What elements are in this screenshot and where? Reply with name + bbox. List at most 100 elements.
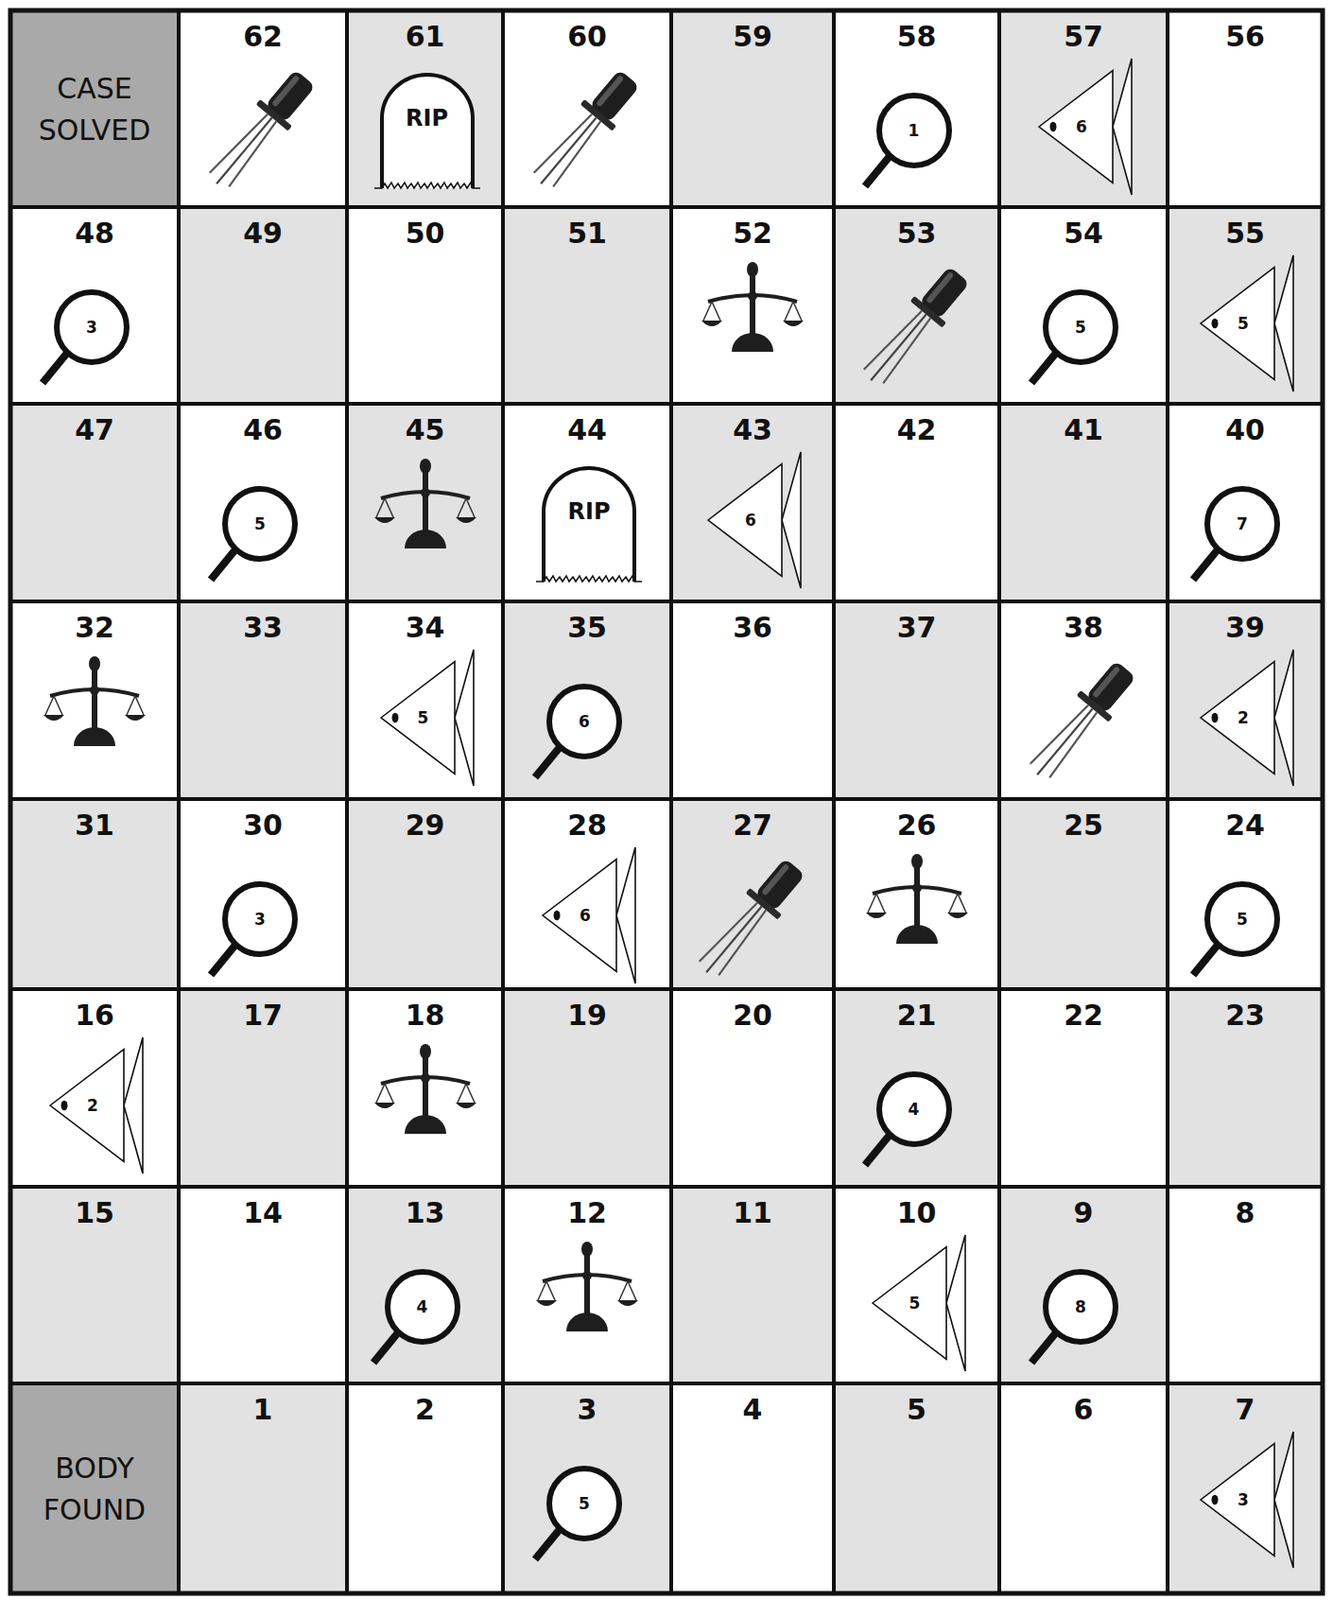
board-square: 38 <box>999 601 1168 799</box>
magnifier-outline <box>527 678 623 783</box>
magnifier-handle <box>210 943 237 975</box>
fish-number: 5 <box>909 1293 921 1313</box>
board-square: 1 <box>178 1383 347 1593</box>
square-number-wrap: 49 <box>180 216 346 250</box>
square-number: 57 <box>1063 19 1104 53</box>
scales-icon <box>374 1043 477 1134</box>
board-square: 73 <box>1167 1383 1323 1593</box>
square-number-wrap: 37 <box>835 610 998 644</box>
scales-icon <box>374 458 477 549</box>
fish-tail <box>1274 1431 1294 1568</box>
magnifier-number-wrap: 5 <box>550 1469 619 1538</box>
board-square: 60 <box>502 10 672 208</box>
tombstone-space: RIP <box>378 70 477 192</box>
square-number-wrap: 45 <box>348 413 502 447</box>
square-number-wrap: 19 <box>504 998 670 1032</box>
square-number-wrap: 22 <box>1001 998 1166 1032</box>
tombstone-text-wrap: RIP <box>385 99 469 138</box>
magnifier-outline <box>857 1066 953 1171</box>
square-number: 54 <box>1063 216 1104 250</box>
magnifier-lens <box>549 1468 620 1539</box>
square-number-wrap: 24 <box>1169 808 1321 842</box>
square-number-wrap: 28 <box>504 808 670 842</box>
magnifier-number: 3 <box>86 317 98 337</box>
fish-number-wrap: 2 <box>70 1036 115 1175</box>
magnifier-space: 3 <box>34 284 130 389</box>
magnifier-number-wrap: 4 <box>880 1074 949 1143</box>
fish-body <box>1038 70 1113 184</box>
magnifier-space: 5 <box>527 1460 623 1565</box>
scales-icon <box>536 1241 639 1332</box>
end-square: CASE SOLVED <box>10 10 179 208</box>
magnifier-number-wrap: 4 <box>388 1272 457 1341</box>
square-number: 60 <box>567 19 607 53</box>
board-square: 407 <box>1167 403 1323 602</box>
fish-body <box>542 859 617 972</box>
magnifier-lens <box>1207 488 1278 559</box>
board-square: 162 <box>10 988 179 1187</box>
magnifier-number: 3 <box>254 909 266 929</box>
square-number-wrap: 25 <box>1001 808 1166 842</box>
magnifier-lens <box>56 292 127 363</box>
square-number: 1 <box>253 1392 274 1426</box>
fish-body <box>380 661 455 775</box>
fish-tail <box>946 1234 966 1371</box>
board-square: 11 <box>671 1186 834 1384</box>
fish-space: 6 <box>540 846 638 985</box>
magnifier-lens <box>225 883 295 954</box>
syringe-icon <box>516 57 658 200</box>
square-number-wrap: 31 <box>12 808 177 842</box>
fish-number: 6 <box>579 905 591 925</box>
square-number-wrap: 59 <box>673 19 832 53</box>
fish-tail <box>454 649 474 786</box>
board-square: 56 <box>1167 10 1323 208</box>
magnifier-number-wrap: 1 <box>880 96 949 165</box>
square-number-wrap: 11 <box>673 1195 832 1230</box>
board-square: 21 4 <box>833 988 1000 1187</box>
square-number: 12 <box>567 1195 607 1230</box>
square-number: 21 <box>897 998 937 1032</box>
magnifier-handle <box>42 351 69 383</box>
square-number-wrap: 7 <box>1169 1392 1321 1426</box>
board-square: 465 <box>178 403 347 602</box>
board-square: 483 <box>10 207 179 404</box>
fish-number-wrap: 5 <box>1221 254 1265 393</box>
square-number: 3 <box>577 1392 598 1426</box>
square-number: 51 <box>567 216 607 250</box>
magnifier-space: 7 <box>1185 481 1281 586</box>
board-square: 52 <box>671 207 834 404</box>
magnifier-outline <box>365 1263 461 1368</box>
board-square: 30 3 <box>178 798 347 989</box>
magnifier-outline <box>34 284 130 389</box>
magnifier-handle <box>865 155 891 187</box>
magnifier-space: 8 <box>1023 1263 1119 1368</box>
square-number-wrap: 30 <box>180 808 346 842</box>
board-square: 15 <box>10 1186 179 1384</box>
board-square: 61RIP <box>346 10 503 208</box>
scales-icon <box>700 259 805 355</box>
magnifier-lens <box>1045 292 1116 363</box>
square-number-wrap: 57 <box>1001 19 1166 53</box>
magnifier-space: 5 <box>203 481 298 586</box>
board-square: 62 <box>178 10 347 208</box>
fish-number-wrap: 5 <box>401 648 446 787</box>
square-number-wrap: 47 <box>12 413 177 447</box>
magnifier-handle <box>535 745 561 778</box>
magnifier-lens <box>387 1271 458 1342</box>
square-number: 47 <box>74 413 115 447</box>
board-square: 576 <box>999 10 1168 208</box>
fish-eye <box>1211 318 1219 329</box>
magnifier-outline <box>1023 1263 1119 1368</box>
scales-icon <box>701 261 804 352</box>
square-number-wrap: 13 <box>348 1195 502 1230</box>
magnifier-space: 5 <box>1023 284 1119 389</box>
magnifier-number: 8 <box>1074 1297 1087 1316</box>
square-number-wrap: 60 <box>504 19 670 53</box>
board-square: 59 <box>671 10 834 208</box>
square-number: 16 <box>74 998 115 1032</box>
magnifier-outline <box>857 87 953 192</box>
square-number-wrap: 12 <box>504 1195 670 1230</box>
square-number: 62 <box>242 19 283 53</box>
square-number-wrap: 16 <box>12 998 177 1032</box>
magnifier-outline <box>1023 284 1119 389</box>
